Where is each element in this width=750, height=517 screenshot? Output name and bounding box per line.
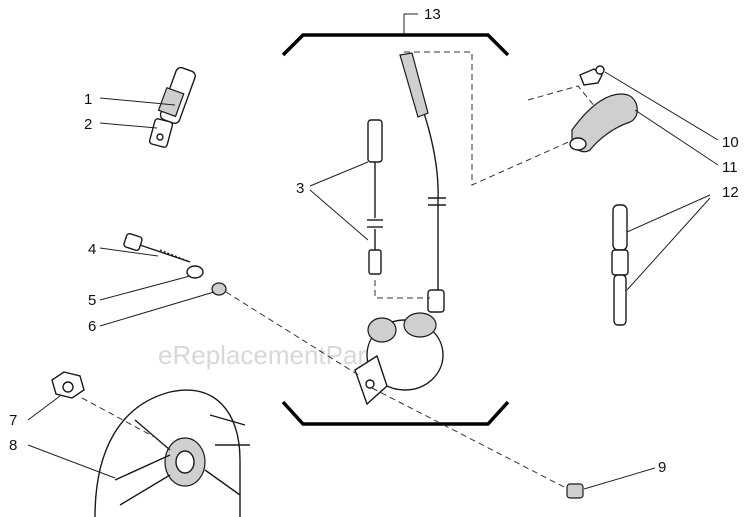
leader-7 [27,395,61,421]
sleeve-lower [613,274,627,326]
flywheel-bore [175,450,195,474]
bottom-bracket [281,400,510,426]
sleeve-upper [612,204,628,251]
dash-lead-to-coil [374,280,430,299]
dash-lead-to-boot [404,51,574,186]
leader-8 [27,444,116,479]
flywheel-fin-1 [114,454,171,481]
sleeve-mid [611,249,629,276]
leader-11 [634,109,719,166]
flywheel-fin-5 [204,469,241,496]
callout-5: 5 [88,292,96,309]
leader-3a [309,161,369,187]
flywheel-nut-hole [62,381,74,393]
callout-11: 11 [722,159,738,176]
part-10-11-spark-plug-boot [569,65,719,166]
callout-1: 1 [84,91,92,108]
callout-13: 13 [424,6,441,23]
coil-core-right [403,312,437,338]
dash-nut-to-flywheel [81,397,161,441]
dash-terminal-to-boot [527,85,597,109]
part-9-spacer [566,467,656,499]
flywheel-fin-3 [134,419,171,451]
leader-12a [626,194,711,233]
callout-6: 6 [88,318,96,335]
leader-3b [309,189,369,241]
top-bracket [281,33,510,57]
callout-10: 10 [722,134,739,151]
callout-12: 12 [722,184,739,201]
coil-boot [427,289,445,313]
leader-12b [626,197,711,291]
leader-4 [99,247,159,257]
part-3-lead-wire [309,119,383,275]
terminal-hole [156,133,164,141]
assembly-lines [81,51,597,489]
plug-boot-opening [569,137,587,151]
part-12-sleeve [611,194,711,326]
part-7-8-flywheel [27,371,250,517]
part-1-2-connector [99,66,196,148]
coil-core-left [367,317,397,343]
callout-labels: 1 2 3 4 5 6 7 8 9 10 11 12 13 [9,6,739,476]
leader-9 [583,467,656,490]
spring-terminal-eye [595,65,605,75]
connector-terminal [148,118,174,148]
callout-4: 4 [88,241,96,258]
coil-mount-hole [365,379,375,389]
ignition-coil [354,52,446,406]
ignition-assembly-bracket [281,13,510,426]
callout-8: 8 [9,437,17,454]
callout-9: 9 [658,459,666,476]
spacer [566,483,584,499]
flywheel-fin-2 [119,474,171,506]
flywheel-fin-4 [209,414,246,426]
dash-coil-to-spacer [371,387,567,489]
lock-washer [211,282,227,296]
leader-2 [99,122,158,129]
screw-thread [159,249,191,263]
part-4-5-6-hardware [99,232,227,327]
callout-7: 7 [9,412,17,429]
screw-head [123,232,143,252]
callout-3: 3 [296,180,304,197]
screw-shank [139,244,191,263]
lead-top-terminal [367,119,383,163]
leader-10 [604,71,719,141]
lead-bottom-terminal [368,249,382,275]
washer [186,265,204,279]
connector-knurl [157,86,185,118]
plug-boot [571,93,638,153]
dash-washer-to-coil [225,291,361,377]
ht-lead-end [399,52,429,118]
callout-2: 2 [84,116,92,133]
leader-6 [99,291,215,327]
leader-1 [99,97,176,106]
leader-5 [99,275,191,301]
